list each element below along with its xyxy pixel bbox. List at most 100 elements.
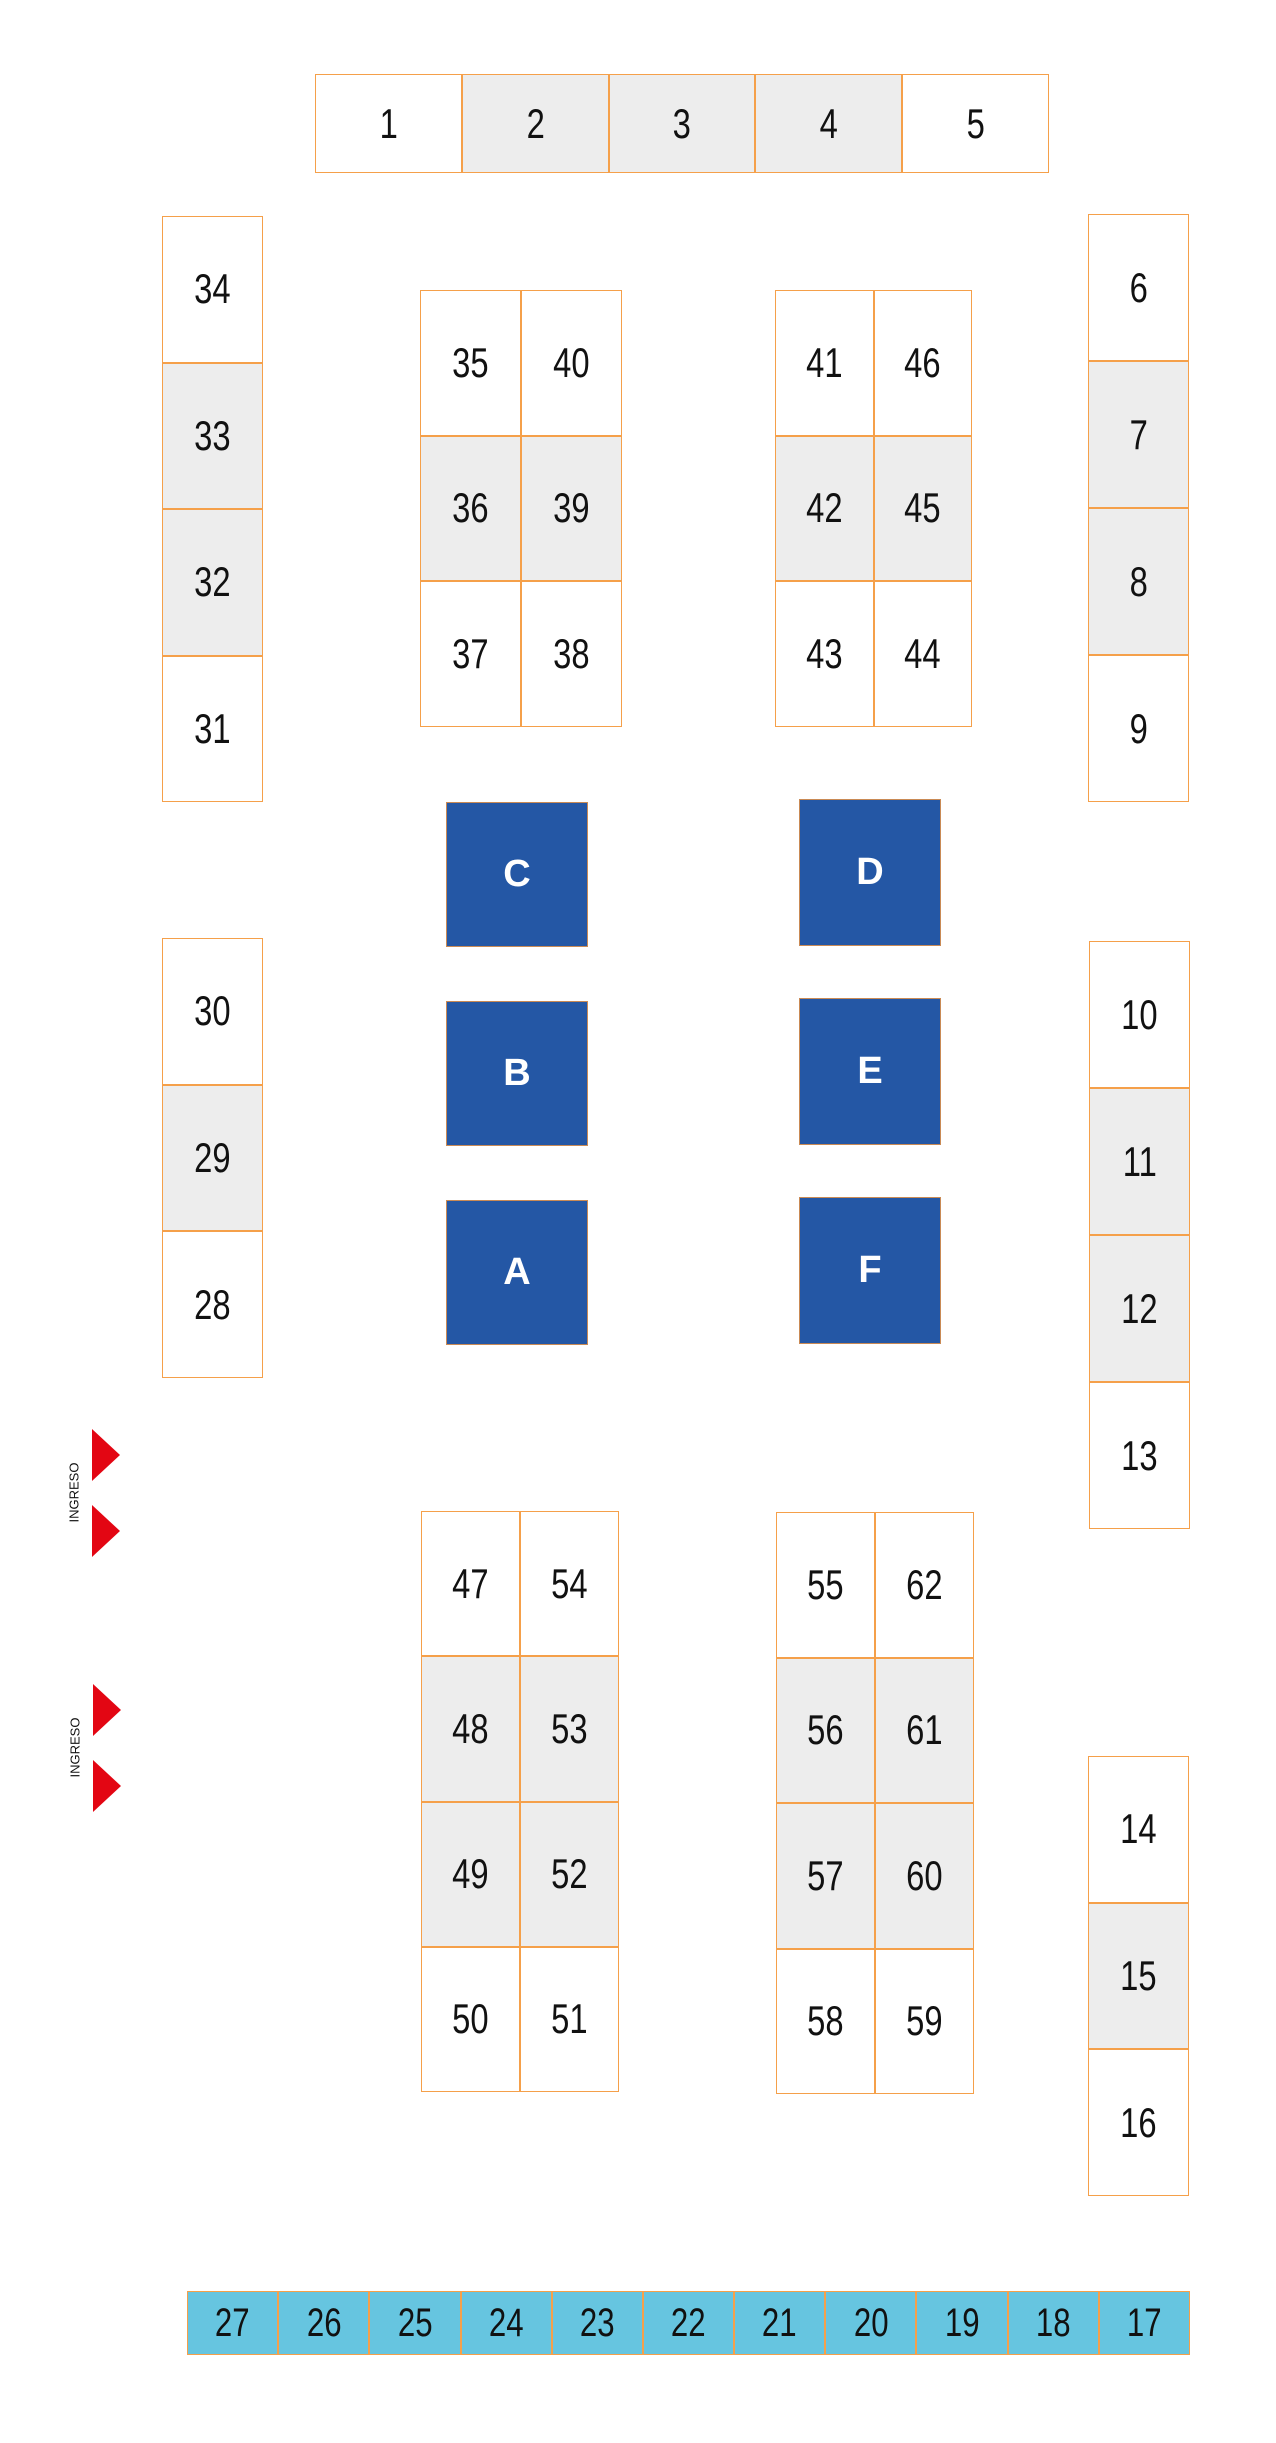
booth-12[interactable]: 12 (1089, 1235, 1190, 1382)
booth-22[interactable]: 22 (642, 2291, 735, 2355)
booth-34[interactable]: 34 (162, 216, 263, 363)
booth-24[interactable]: 24 (460, 2291, 552, 2355)
booth-number: 52 (551, 1850, 588, 1898)
booth-column-right-lower: 14 15 16 (1088, 1756, 1189, 2196)
booth-15[interactable]: 15 (1088, 1902, 1189, 2050)
booth-8[interactable]: 8 (1088, 508, 1189, 655)
booth-33[interactable]: 33 (162, 362, 263, 509)
booth-51[interactable]: 51 (520, 1946, 619, 2092)
entrance-arrow-icon (92, 1429, 120, 1481)
booth-column-right-middle: 10 11 12 13 (1089, 941, 1190, 1529)
booth-21[interactable]: 21 (734, 2291, 826, 2355)
booth-28[interactable]: 28 (162, 1231, 263, 1378)
booth-35[interactable]: 35 (420, 290, 521, 436)
booth-37[interactable]: 37 (420, 581, 521, 727)
booth-38[interactable]: 38 (521, 581, 622, 727)
booth-47[interactable]: 47 (421, 1511, 520, 1657)
booth-13[interactable]: 13 (1089, 1382, 1190, 1529)
booth-10[interactable]: 10 (1089, 941, 1190, 1088)
booth-49[interactable]: 49 (421, 1801, 520, 1947)
booth-18[interactable]: 18 (1007, 2291, 1099, 2355)
booth-2[interactable]: 2 (461, 74, 609, 173)
booth-26[interactable]: 26 (278, 2291, 370, 2355)
booth-52[interactable]: 52 (520, 1801, 619, 1947)
booth-number: 22 (671, 2300, 706, 2345)
booth-number: 53 (551, 1704, 588, 1752)
booth-number: 4 (819, 99, 838, 147)
booth-62[interactable]: 62 (875, 1512, 974, 1658)
booth-1[interactable]: 1 (315, 74, 462, 173)
booth-number: 45 (904, 484, 941, 532)
booth-23[interactable]: 23 (551, 2291, 643, 2355)
booth-48[interactable]: 48 (421, 1656, 520, 1802)
stage-c[interactable]: C (446, 802, 588, 947)
booth-number: 8 (1129, 557, 1148, 605)
booth-45[interactable]: 45 (873, 435, 972, 582)
booth-16[interactable]: 16 (1088, 2049, 1189, 2196)
booth-56[interactable]: 56 (776, 1657, 875, 1803)
booth-9[interactable]: 9 (1088, 655, 1189, 802)
booth-number: 37 (452, 630, 489, 678)
booth-4[interactable]: 4 (755, 74, 903, 173)
booth-44[interactable]: 44 (873, 581, 972, 727)
stage-b[interactable]: B (446, 1001, 588, 1146)
booth-41[interactable]: 41 (775, 290, 874, 436)
booth-40[interactable]: 40 (521, 290, 622, 436)
booth-number: 12 (1121, 1284, 1158, 1332)
booth-27[interactable]: 27 (187, 2291, 279, 2355)
booth-5[interactable]: 5 (902, 74, 1049, 173)
booth-7[interactable]: 7 (1088, 361, 1189, 508)
booth-number: 48 (452, 1704, 489, 1752)
booth-11[interactable]: 11 (1089, 1088, 1190, 1235)
booth-number: 1 (379, 99, 398, 147)
booth-54[interactable]: 54 (520, 1511, 619, 1657)
booth-14[interactable]: 14 (1088, 1756, 1189, 1903)
booth-17[interactable]: 17 (1098, 2291, 1190, 2355)
booth-number: 40 (553, 338, 590, 386)
booth-43[interactable]: 43 (775, 581, 874, 727)
booth-3[interactable]: 3 (608, 74, 756, 173)
booth-number: 11 (1122, 1137, 1157, 1185)
stage-a[interactable]: A (446, 1200, 588, 1345)
booth-25[interactable]: 25 (369, 2291, 461, 2355)
booth-number: 15 (1120, 1951, 1157, 1999)
stage-e[interactable]: E (799, 998, 941, 1145)
booth-46[interactable]: 46 (873, 290, 972, 436)
booth-50[interactable]: 50 (421, 1946, 520, 2092)
booth-number: 44 (904, 630, 941, 678)
booth-number: 28 (194, 1280, 231, 1328)
stage-f[interactable]: F (799, 1197, 941, 1344)
booth-number: 9 (1129, 704, 1148, 752)
booth-53[interactable]: 53 (520, 1656, 619, 1802)
booth-42[interactable]: 42 (775, 435, 874, 582)
booth-number: 16 (1120, 2098, 1157, 2146)
booth-number: 57 (807, 1851, 844, 1899)
booth-number: 32 (194, 558, 231, 606)
booth-60[interactable]: 60 (875, 1803, 974, 1949)
booth-39[interactable]: 39 (521, 435, 622, 582)
booth-number: 47 (452, 1559, 489, 1607)
booth-20[interactable]: 20 (825, 2291, 917, 2355)
booth-29[interactable]: 29 (162, 1084, 263, 1232)
stage-d[interactable]: D (799, 799, 941, 946)
booth-number: 41 (806, 338, 843, 386)
booth-59[interactable]: 59 (875, 1948, 974, 2094)
booth-36[interactable]: 36 (420, 435, 521, 582)
booth-number: 14 (1120, 1805, 1157, 1853)
booth-number: 27 (215, 2300, 250, 2345)
booth-30[interactable]: 30 (162, 938, 263, 1085)
booth-55[interactable]: 55 (776, 1512, 875, 1658)
booth-number: 56 (807, 1706, 844, 1754)
booth-32[interactable]: 32 (162, 509, 263, 656)
booth-number: 19 (944, 2300, 980, 2345)
booth-57[interactable]: 57 (776, 1803, 875, 1949)
booth-61[interactable]: 61 (875, 1657, 974, 1803)
booth-19[interactable]: 19 (916, 2291, 1008, 2355)
booth-58[interactable]: 58 (776, 1948, 875, 2094)
booth-6[interactable]: 6 (1088, 214, 1189, 361)
booth-31[interactable]: 31 (162, 655, 263, 802)
